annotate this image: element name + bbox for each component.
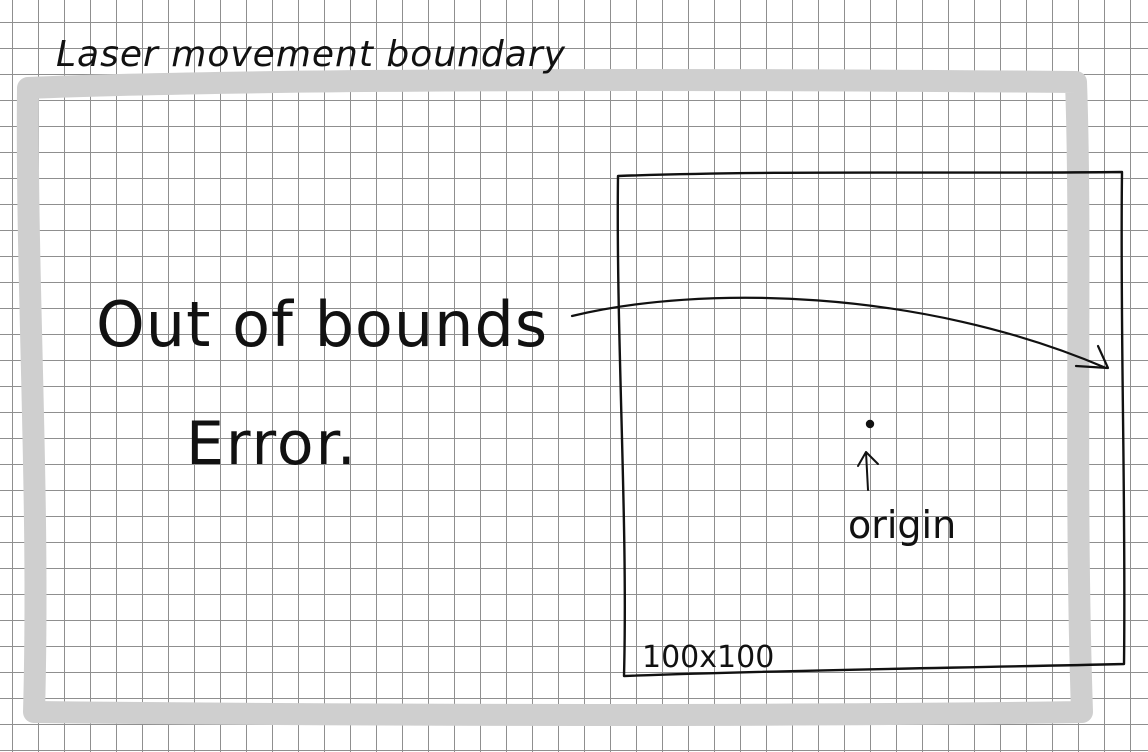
out-of-bounds-arrow [570,296,1108,370]
origin-label: origin [848,503,956,547]
error-message-line2: Error. [186,409,358,479]
boundary-title: Laser movement boundary [56,34,566,75]
origin-point [865,419,875,429]
laser-boundary-rect [16,69,1093,726]
work-area-rect [616,170,1126,678]
work-area-size-label: 100x100 [642,640,774,675]
error-message-line1: Out of bounds [96,288,548,361]
origin-arrow [857,451,879,491]
out-of-bounds-arrowhead [1074,344,1110,370]
